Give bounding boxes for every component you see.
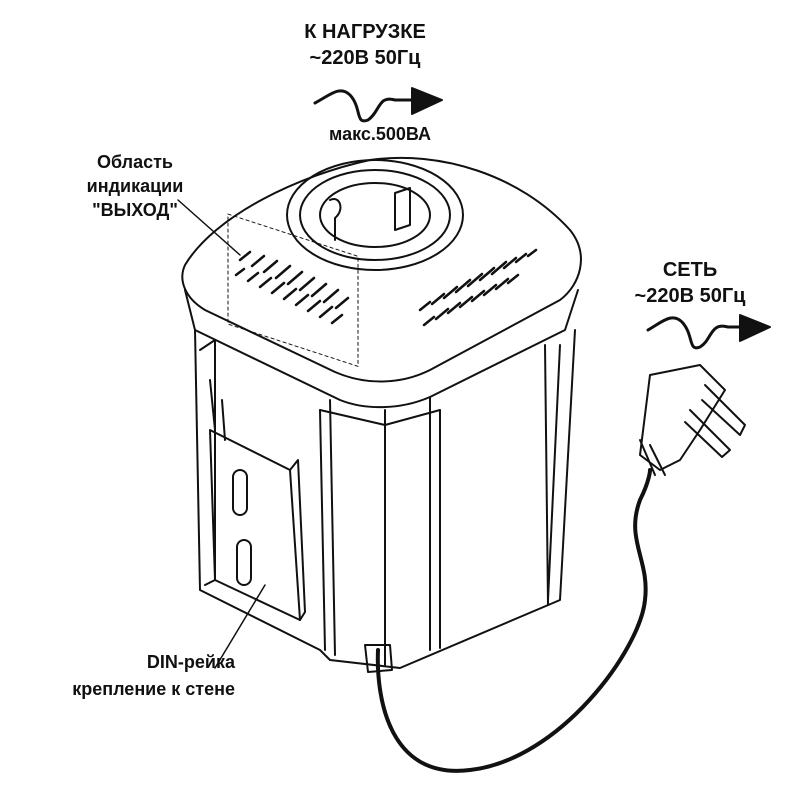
vent-left (227, 213, 359, 367)
mains-arrow-icon (646, 314, 771, 350)
indication-line2: индикации (86, 176, 184, 196)
load-spec: ~220В 50Гц (309, 47, 421, 69)
load-arrow-icon (313, 87, 443, 123)
din-leader-line (214, 584, 266, 669)
din-line2: крепление к стене (72, 679, 235, 699)
mains-title: СЕТЬ (662, 259, 718, 281)
device-body (194, 329, 576, 669)
din-rail-bracket (209, 379, 306, 621)
indication-line3: "ВЫХОД" (92, 200, 178, 220)
power-cable (364, 468, 652, 773)
output-socket (286, 159, 464, 271)
indication-leader-line (177, 199, 241, 256)
power-plug-icon (639, 364, 746, 476)
din-line1: DIN-рейка (146, 652, 235, 672)
device-top (181, 156, 582, 409)
load-title: К НАГРУЗКЕ (304, 21, 426, 43)
vent-right (418, 248, 538, 327)
load-max-power: макс.500ВА (328, 124, 431, 144)
indication-line1: Область (96, 152, 173, 172)
mains-spec: ~220В 50Гц (634, 285, 746, 307)
